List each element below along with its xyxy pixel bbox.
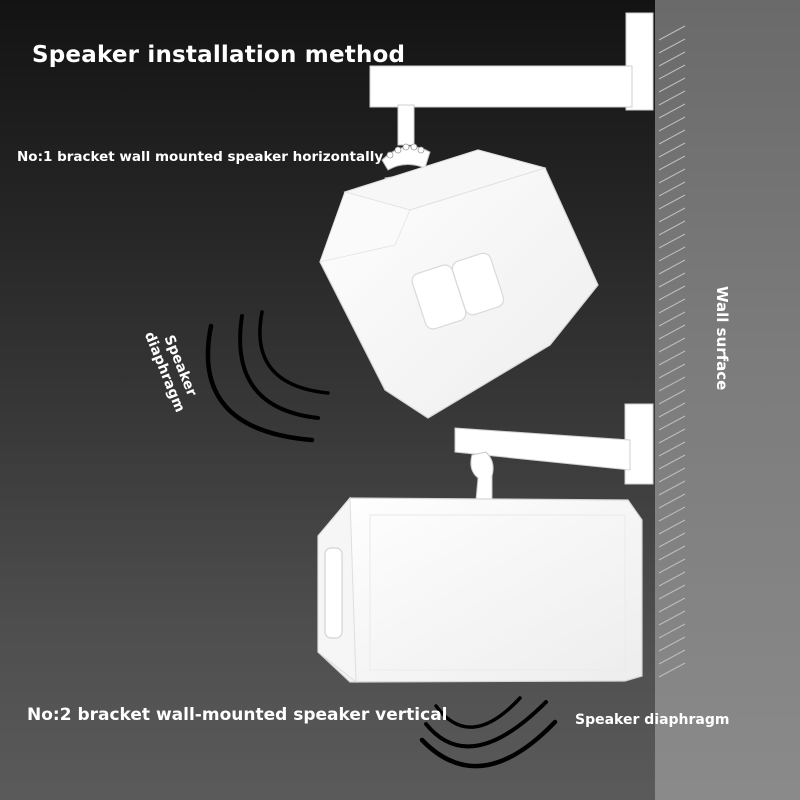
wall-hatching	[658, 25, 686, 678]
wall-surface-label: Wall surface	[713, 286, 731, 391]
method-1-caption: No:1 bracket wall mounted speaker horizo…	[17, 149, 384, 165]
page-title: Speaker installation method	[32, 42, 406, 68]
method-2-caption: No:2 bracket wall-mounted speaker vertic…	[27, 705, 448, 725]
sound-waves-2	[419, 696, 558, 769]
diaphragm-label-2: Speaker diaphragm	[575, 712, 730, 728]
wall-bracket-2	[454, 403, 654, 501]
speaker-vertical	[317, 496, 643, 684]
speaker-horizontal	[319, 149, 599, 419]
sound-waves-1	[205, 310, 330, 443]
